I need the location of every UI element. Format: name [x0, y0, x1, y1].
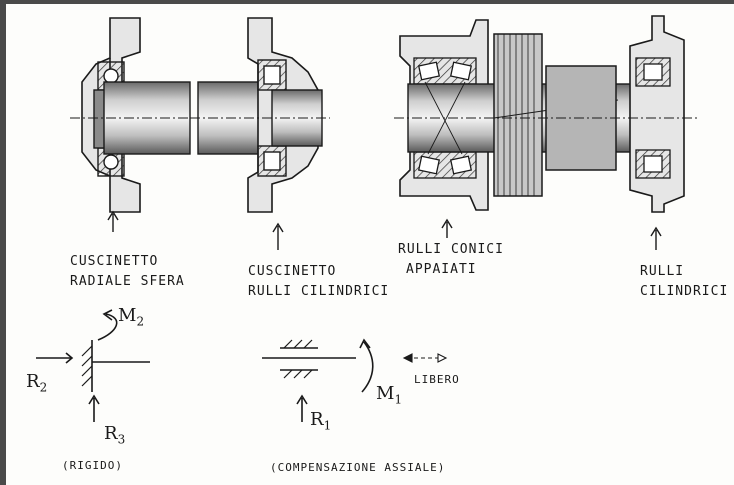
label-radial-ball-line2: RADIALE SFERA — [70, 274, 185, 289]
label-cyl-rollers-a-line1: CUSCINETTO — [248, 264, 337, 279]
symbol-r2-letter: R — [26, 371, 40, 392]
rigid-scheme — [36, 309, 150, 422]
shaft-middle-end — [271, 89, 323, 147]
symbol-m1-letter: M — [376, 383, 395, 404]
label-taper-rollers: RULLI CONICI APPAIATI — [398, 240, 504, 280]
label-radial-ball: CUSCINETTO RADIALE SFERA — [70, 252, 185, 292]
tapered-bearing — [413, 57, 477, 179]
symbol-m2-letter: M — [118, 305, 137, 326]
caption-rigid: (RIGIDO) — [62, 459, 123, 472]
label-cyl-rollers-b: RULLI CILINDRICI — [640, 262, 728, 302]
symbol-r3-sub: 3 — [117, 432, 126, 447]
label-taper-rollers-line2: APPAIATI — [406, 262, 477, 277]
label-cyl-rollers-a: CUSCINETTO RULLI CILINDRICI — [248, 262, 389, 302]
label-cyl-rollers-b-line2: CILINDRICI — [640, 284, 729, 299]
symbol-r2-sub: 2 — [39, 380, 48, 395]
pointer-arrows — [107, 210, 662, 250]
symbol-r2: R2 — [26, 372, 47, 398]
symbol-m1-sub: 1 — [394, 392, 403, 407]
label-free: LIBERO — [414, 373, 460, 386]
gear — [493, 33, 619, 197]
symbol-r1-sub: 1 — [323, 418, 332, 433]
housing-right-b — [629, 15, 685, 213]
symbol-m2: M2 — [118, 306, 144, 332]
axial-scheme — [262, 338, 448, 422]
symbol-r3: R3 — [104, 424, 125, 450]
symbol-r1: R1 — [310, 410, 331, 436]
label-cyl-rollers-a-line2: RULLI CILINDRICI — [248, 284, 390, 299]
roller-bearing-middle — [257, 59, 287, 177]
label-taper-rollers-line1: RULLI CONICI — [398, 242, 504, 257]
caption-axial: (COMPENSAZIONE ASSIALE) — [270, 461, 446, 474]
symbol-r1-letter: R — [310, 409, 324, 430]
label-radial-ball-line1: CUSCINETTO — [70, 254, 159, 269]
symbol-r3-letter: R — [104, 423, 118, 444]
symbol-m2-sub: 2 — [136, 314, 145, 329]
roller-bearing-right — [635, 57, 671, 179]
label-cyl-rollers-b-line1: RULLI — [640, 264, 685, 279]
symbol-m1: M1 — [376, 384, 402, 410]
